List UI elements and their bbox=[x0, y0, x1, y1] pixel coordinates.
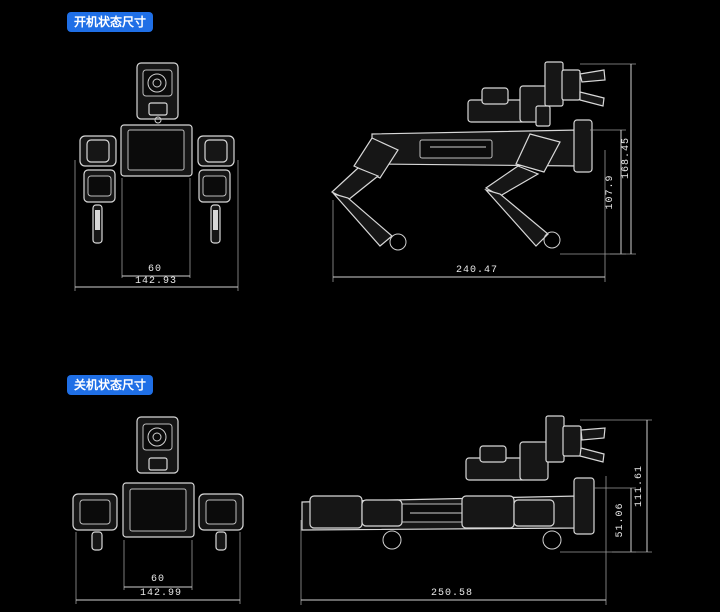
dim-side-length-off: 250.58 bbox=[431, 588, 474, 599]
dim-side-total-height-off: 111.61 bbox=[634, 465, 645, 508]
power-off-dimensions-label: 关机状态尺寸 bbox=[67, 375, 154, 395]
side-view-power-off bbox=[300, 415, 652, 605]
dim-side-total-height-on: 168.45 bbox=[621, 137, 632, 180]
dim-front-total-width-off: 142.99 bbox=[140, 588, 183, 599]
dim-side-length-on: 240.47 bbox=[456, 265, 499, 276]
front-view-power-off bbox=[72, 416, 244, 604]
front-view-power-on bbox=[74, 62, 239, 291]
dim-side-body-height-on: 107.9 bbox=[605, 174, 616, 210]
side-view-power-on bbox=[330, 61, 636, 282]
dim-front-inner-width-off: 60 bbox=[151, 574, 166, 585]
dim-side-body-height-off: 51.06 bbox=[615, 502, 626, 538]
dim-front-total-width-on: 142.93 bbox=[135, 276, 178, 287]
dim-front-inner-width-on: 60 bbox=[148, 264, 163, 275]
power-on-dimensions-label: 开机状态尺寸 bbox=[67, 12, 154, 32]
